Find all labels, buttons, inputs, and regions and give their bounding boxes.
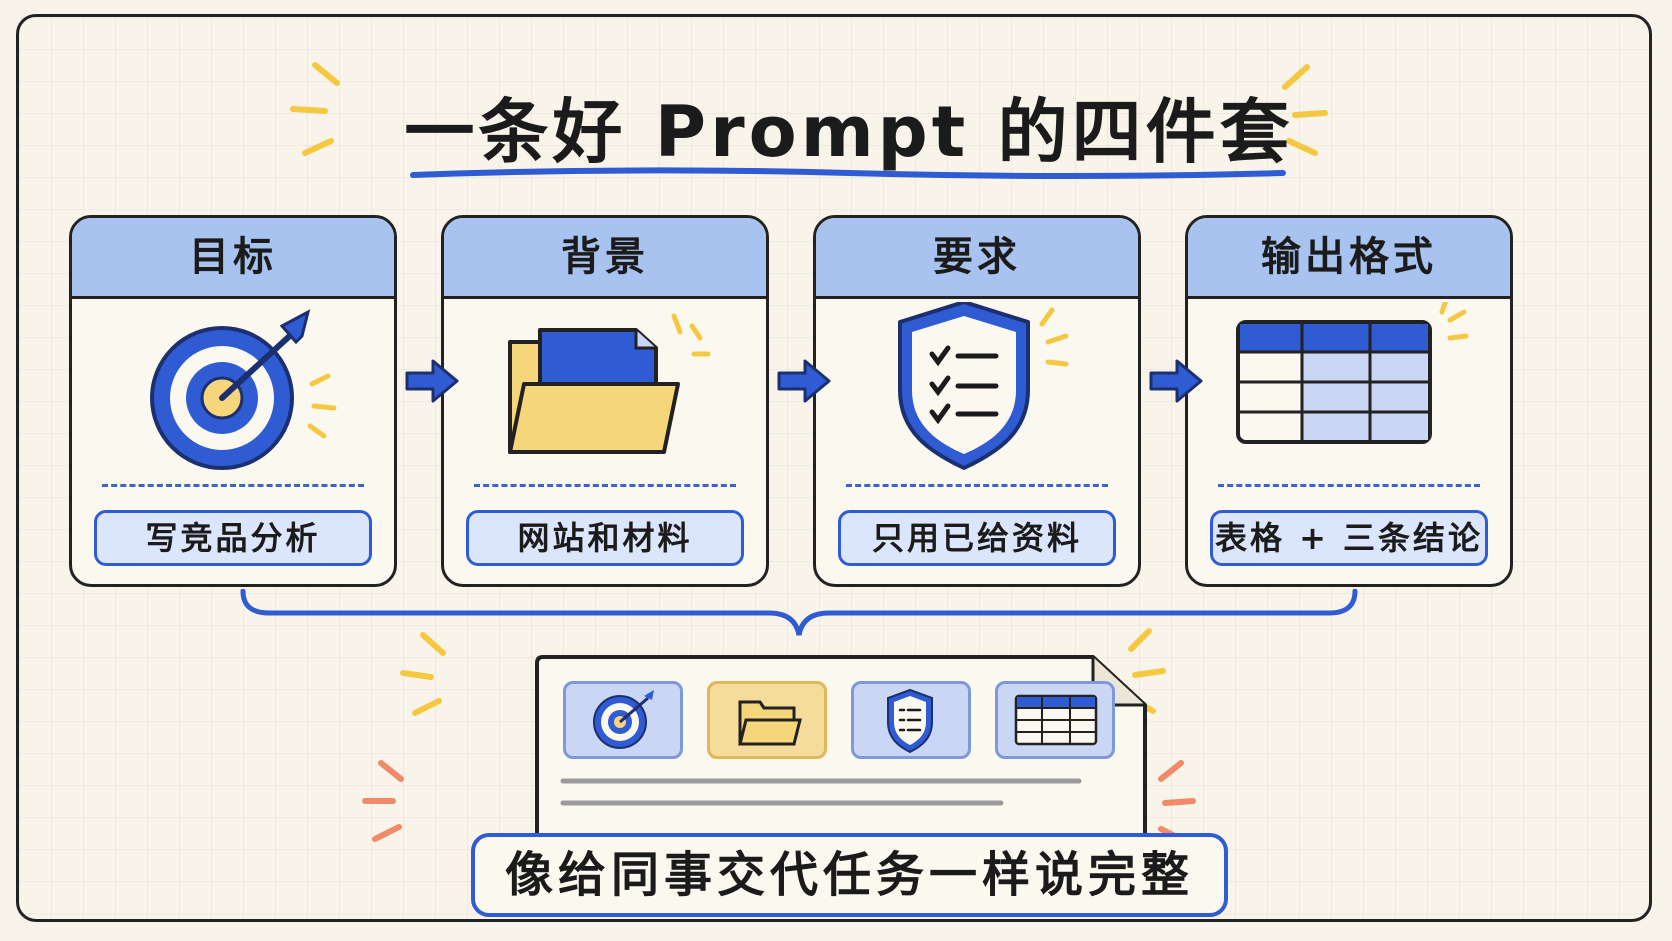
arrow-right-icon <box>777 359 831 403</box>
card-requirements: 要求 只用已给资料 <box>813 215 1141 587</box>
card-tag: 只用已给资料 <box>838 510 1116 566</box>
card-tag: 写竞品分析 <box>94 510 372 566</box>
folder-icon <box>508 313 711 454</box>
title-underline <box>410 167 1286 179</box>
mini-folder-icon <box>707 681 827 759</box>
card-tag: 网站和材料 <box>466 510 744 566</box>
merge-brace <box>240 589 1358 636</box>
divider <box>1218 484 1480 487</box>
card-background: 背景 网站和材料 <box>441 215 769 587</box>
target-icon <box>150 309 337 470</box>
card-heading: 要求 <box>816 218 1138 299</box>
diagram-frame: 一条好 Prompt 的四件套 目标 写竞品分析 背景 <box>16 14 1652 922</box>
card-tag: 表格 + 三条结论 <box>1210 510 1488 566</box>
arrow-right-icon <box>1149 359 1203 403</box>
divider <box>474 484 736 487</box>
card-heading: 目标 <box>72 218 394 299</box>
summary-banner: 像给同事交代任务一样说完整 <box>471 833 1228 917</box>
divider <box>846 484 1108 487</box>
card-goal: 目标 写竞品分析 <box>69 215 397 587</box>
table-icon <box>1236 302 1469 444</box>
arrow-right-icon <box>405 359 459 403</box>
divider <box>102 484 364 487</box>
card-heading: 背景 <box>444 218 766 299</box>
card-output-format: 输出格式 表格 + 三条结论 <box>1185 215 1513 587</box>
mini-target-icon <box>563 681 683 759</box>
shield-checklist-icon <box>898 302 1069 470</box>
mini-shield-icon <box>851 681 971 759</box>
page-title: 一条好 Prompt 的四件套 <box>404 91 1294 173</box>
mini-table-icon <box>995 681 1115 759</box>
card-heading: 输出格式 <box>1188 218 1510 299</box>
